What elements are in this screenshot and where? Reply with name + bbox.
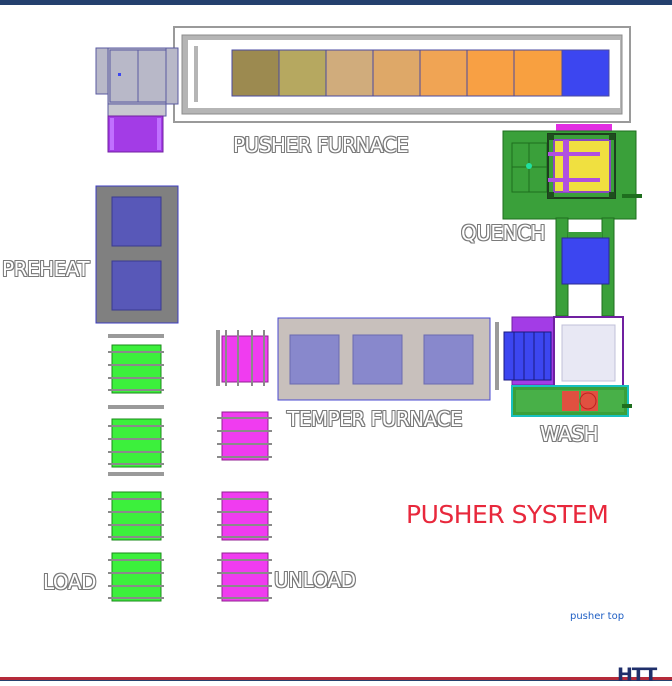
diagram-title: PUSHER SYSTEM	[406, 500, 609, 529]
top-header-bar	[0, 0, 672, 5]
unload-tray-3	[217, 491, 272, 541]
quench-label: QUENCH	[461, 221, 545, 245]
unload-conveyor	[216, 330, 272, 602]
elevator-tray	[561, 237, 610, 285]
temper-tray-1	[289, 334, 340, 385]
pusher-furnace-label: PUSHER FURNACE	[233, 133, 409, 157]
load-tray-4	[108, 552, 164, 602]
load-tray-1	[108, 344, 164, 394]
load-tray-2	[108, 418, 164, 468]
furnace-tray-4	[372, 49, 421, 97]
footer-bar	[0, 677, 672, 680]
preheat-tray-2	[111, 260, 162, 311]
charge-vestibule	[95, 47, 179, 153]
unload-label: UNLOAD	[274, 568, 356, 592]
furnace-tray-1	[231, 49, 280, 97]
furnace-tray-7	[513, 49, 563, 97]
temper-tray-2	[352, 334, 403, 385]
temper-tray-3	[423, 334, 474, 385]
preheat-tray-1	[111, 196, 162, 247]
brand-logo: HTT	[617, 664, 657, 686]
furnace-tray-3	[325, 49, 374, 97]
temper-furnace	[277, 317, 499, 401]
wash-tray	[503, 331, 552, 381]
load-tray-3	[108, 491, 164, 541]
furnace-tray-5	[419, 49, 468, 97]
furnace-tray-2	[278, 49, 327, 97]
temper-furnace-label: TEMPER FURNACE	[287, 407, 463, 431]
furnace-tray-8	[561, 49, 610, 97]
furnace-tray-6	[466, 49, 515, 97]
footer-bar-line	[0, 680, 672, 681]
wash-label: WASH	[540, 422, 599, 446]
load-label: LOAD	[43, 570, 96, 594]
unload-tray-4	[217, 552, 272, 602]
wash-station	[503, 316, 632, 417]
quench-tank	[502, 124, 642, 220]
pusher-furnace-trays	[231, 49, 610, 97]
quench-elevator	[555, 217, 615, 317]
unload-tray-2	[217, 411, 272, 461]
preheat-label: PREHEAT	[2, 257, 90, 281]
unload-tray-1	[216, 330, 269, 386]
load-conveyor	[108, 334, 164, 602]
preheat-furnace	[95, 185, 179, 324]
view-note: pusher top	[570, 611, 625, 622]
